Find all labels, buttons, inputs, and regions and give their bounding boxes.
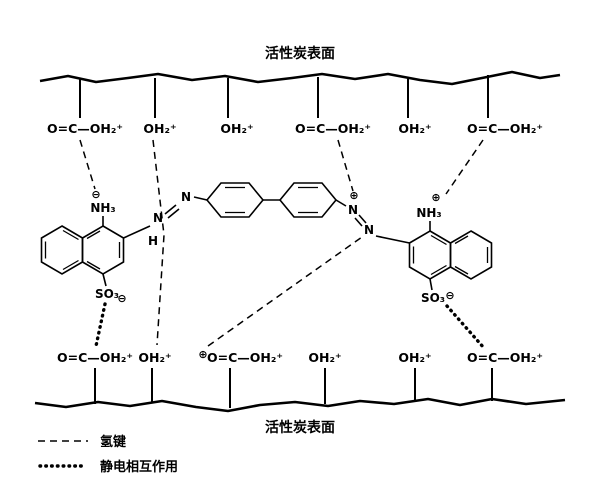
right-sulfonate-label: SO₃ [421, 291, 445, 305]
top-group-water-5: OH₂⁺ [398, 121, 431, 136]
left-sulfonate-bond [102, 273, 107, 287]
right-amine-label: NH₃ [416, 206, 441, 220]
left-azo-n2: N [181, 190, 191, 204]
legend: 氢键 静电相互作用 [38, 434, 178, 475]
right-amine-charge: ⊕ [431, 191, 440, 204]
left-naphthalene [40, 225, 125, 275]
bottom-group-carboxyl-3: O=C—OH₂⁺ [207, 350, 283, 365]
right-azo-charge: ⊕ [349, 189, 358, 202]
right-naphthalene [408, 230, 493, 280]
bottom-group-water-5: OH₂⁺ [398, 350, 431, 365]
bottom-surface-ticks [94, 368, 493, 408]
bottom-surface-line [34, 397, 566, 413]
left-azo-h: H [148, 234, 158, 248]
top-surface-line [39, 70, 561, 86]
top-group-water-3: OH₂⁺ [220, 121, 253, 136]
biphenyl-core [205, 182, 338, 218]
hydrogen-bonds [79, 139, 484, 347]
top-surface-groups: O=C—OH₂⁺ OH₂⁺ OH₂⁺ O=C—OH₂⁺ OH₂⁺ O=C—OH₂… [47, 121, 543, 136]
right-sulfonate-charge: ⊖ [445, 289, 454, 302]
electrostatic-interactions [94, 302, 486, 350]
left-azo-n1: N [153, 211, 163, 225]
bottom-group-water-2: OH₂⁺ [138, 350, 171, 365]
bottom-surface-label: 活性炭表面 [265, 419, 335, 436]
right-azo-n2: N [364, 223, 374, 237]
dye-molecule: NH₃ ⊖ SO₃ ⊖ N H N ⊕ N [40, 182, 493, 305]
hydrogen-bond-line-1 [79, 139, 96, 190]
bottom-group-carboxyl-6: O=C—OH₂⁺ [467, 350, 543, 365]
legend-hydrogen-bond-label: 氢键 [100, 434, 126, 450]
bottom-anchor-charge: ⊕ [198, 348, 207, 361]
right-sulfonate-bond [429, 278, 433, 291]
left-sulfonate-label: SO₃ [95, 287, 119, 301]
left-sulfonate-charge: ⊖ [117, 292, 126, 305]
top-surface-label: 活性炭表面 [265, 45, 335, 62]
left-amine-charge: ⊖ [91, 188, 100, 201]
top-group-carboxyl-4: O=C—OH₂⁺ [295, 121, 371, 136]
top-group-water-2: OH₂⁺ [143, 121, 176, 136]
bottom-group-carboxyl-1: O=C—OH₂⁺ [57, 350, 133, 365]
right-azo-n1: N [348, 203, 358, 217]
hydrogen-bond-line-4 [445, 139, 484, 195]
legend-electrostatic-label: 静电相互作用 [100, 459, 178, 475]
right-azo-group: ⊕ N N [335, 189, 410, 244]
hydrogen-bond-line-3 [337, 139, 354, 192]
bottom-group-water-4: OH₂⁺ [308, 350, 341, 365]
top-surface-ticks [79, 75, 489, 118]
electrostatic-line-left [94, 302, 107, 348]
left-azo-group: N H N [123, 190, 208, 248]
bottom-surface-groups: O=C—OH₂⁺ OH₂⁺ ⊕ O=C—OH₂⁺ OH₂⁺ OH₂⁺ O=C—O… [57, 348, 543, 365]
electrostatic-line-right [445, 304, 486, 350]
left-amine-label: NH₃ [90, 201, 115, 215]
hydrogen-bond-line-5 [207, 236, 363, 347]
top-group-carboxyl-6: O=C—OH₂⁺ [467, 121, 543, 136]
top-group-carboxyl-1: O=C—OH₂⁺ [47, 121, 123, 136]
hydrogen-bond-line-2 [152, 139, 165, 346]
